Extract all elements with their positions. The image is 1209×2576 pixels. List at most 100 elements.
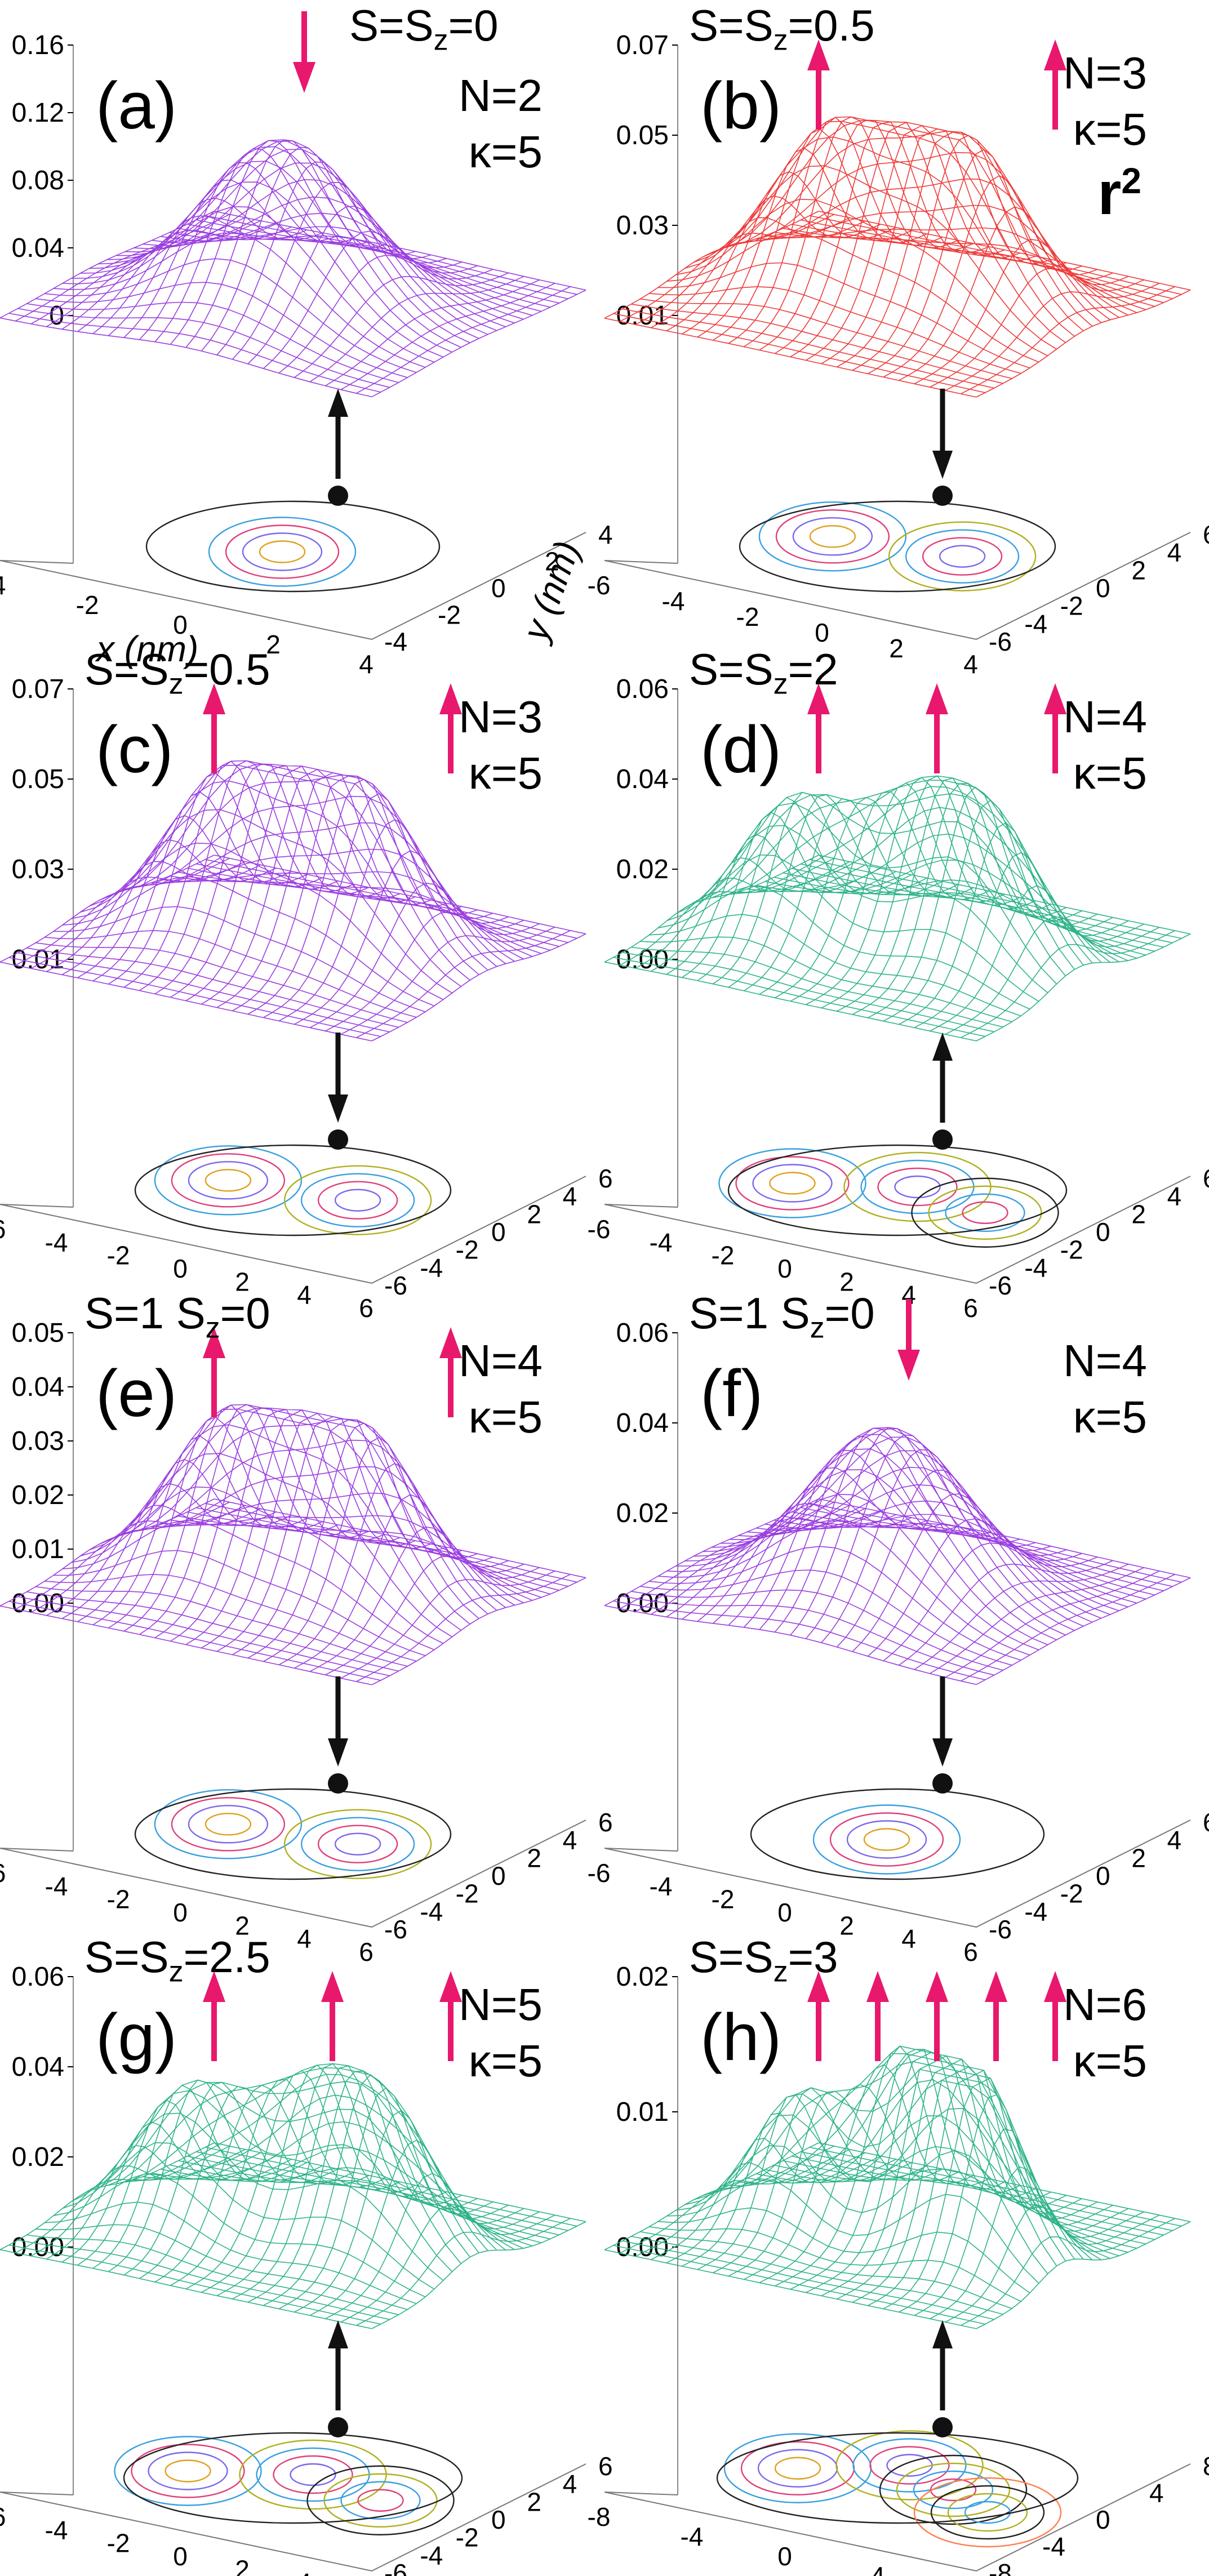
mesh-line xyxy=(783,1515,1155,1596)
black-spin-arrowhead xyxy=(932,2320,953,2348)
contour-line xyxy=(300,1817,415,1871)
contour-line xyxy=(947,2493,1028,2532)
mesh-line xyxy=(914,1563,1129,1670)
panel-label: (g) xyxy=(96,2000,177,2075)
mesh-line xyxy=(214,1498,586,1578)
mesh-line xyxy=(356,930,571,1038)
mesh-line xyxy=(810,2147,1182,2227)
spin-value: =3 xyxy=(788,1932,838,1982)
floor-axes xyxy=(0,532,586,640)
contour-line xyxy=(930,2478,977,2502)
z-tick-label: 0.00 xyxy=(616,2232,669,2262)
contour-line xyxy=(863,1828,910,1851)
contour-line xyxy=(727,1144,1068,1236)
mesh-line xyxy=(205,2147,577,2227)
contour-line xyxy=(752,1164,833,1203)
x-tick-label: -6 xyxy=(588,1214,611,1244)
mesh-line xyxy=(214,2142,586,2222)
mesh-line xyxy=(371,1577,586,1685)
z-tick-label: 0.02 xyxy=(12,2142,64,2172)
x-tick-label: 4 xyxy=(963,649,978,679)
y-tick-label: -6 xyxy=(989,1915,1012,1944)
spin-up-arrowhead xyxy=(439,1971,462,2002)
mesh-line xyxy=(214,855,586,935)
mesh-line xyxy=(738,1466,1110,1615)
mesh-line xyxy=(178,871,550,951)
panel-label: (h) xyxy=(700,2000,782,2075)
mesh-line xyxy=(196,219,568,300)
mesh-line xyxy=(694,1434,1066,1636)
z-tick-label: 0.01 xyxy=(616,2097,669,2127)
n-label: N=4 xyxy=(1063,692,1147,742)
panel-e: 0.050.040.030.020.010.00-6-4-202466420-2… xyxy=(0,1288,613,1967)
spin-value: =0.5 xyxy=(788,1,875,50)
panel-label: (d) xyxy=(700,713,782,787)
mesh-line xyxy=(8,956,381,1037)
y-tick-label: 6 xyxy=(1203,1808,1209,1837)
y-tick-label: 4 xyxy=(1149,2479,1164,2508)
z-tick-label: 0.06 xyxy=(616,674,669,704)
contour-line xyxy=(835,2430,984,2501)
x-tick-label: 4 xyxy=(359,649,374,679)
x-tick-label: 6 xyxy=(359,1937,374,1967)
spin-up-arrowhead xyxy=(439,683,462,714)
mesh-line xyxy=(216,161,432,355)
z-tick-label: 0.04 xyxy=(12,2052,64,2082)
mesh-line xyxy=(764,2146,1137,2249)
x-tick-label: 2 xyxy=(266,630,281,659)
black-spin-arrowhead xyxy=(328,2320,348,2348)
mesh-line xyxy=(783,2160,1155,2240)
x-tick-label: 4 xyxy=(870,2561,885,2576)
spin-text: S=S xyxy=(689,1932,774,1982)
y-tick-label: 0 xyxy=(491,2505,506,2534)
surface-mesh xyxy=(604,2045,1191,2329)
contour-line xyxy=(290,2463,336,2486)
mesh-line xyxy=(371,2221,586,2329)
mesh-line xyxy=(792,2155,1164,2236)
contour-line xyxy=(323,2473,438,2528)
x-tick-label: 0 xyxy=(815,618,829,647)
y-tick-label: 0 xyxy=(1096,573,1110,603)
mesh-line xyxy=(263,2074,478,2306)
mesh-line xyxy=(92,2084,308,2269)
panel-c: 0.070.050.030.01-6-4-202466420-2-4-6(c)S… xyxy=(0,644,613,1323)
surface-mesh xyxy=(0,2063,586,2329)
mesh-line xyxy=(309,275,525,382)
contour-line xyxy=(812,1804,961,1875)
mesh-line xyxy=(604,318,977,398)
spin-subscript: z xyxy=(773,668,788,701)
mesh-line xyxy=(178,1515,550,1595)
z-tick-label: 0.05 xyxy=(12,764,64,794)
mesh-line xyxy=(187,867,559,947)
mesh-line xyxy=(325,279,540,386)
mesh-line xyxy=(340,2205,555,2323)
mesh-line xyxy=(976,1577,1191,1685)
mesh-line xyxy=(818,1498,1191,1578)
mesh-line xyxy=(26,1591,399,1672)
x-tick-label: 0 xyxy=(173,2542,188,2571)
contour-line xyxy=(171,1797,286,1852)
z-tick-label: 0.04 xyxy=(12,233,64,263)
mesh-line xyxy=(340,927,555,1035)
y-tick-label: -4 xyxy=(1024,1253,1047,1282)
z-tick-label: 0.02 xyxy=(12,1480,64,1510)
contour-line xyxy=(188,1161,269,1200)
contour-line xyxy=(894,1175,941,1199)
mesh-line xyxy=(196,863,568,943)
mesh-line xyxy=(143,2121,515,2250)
x-tick-label: -2 xyxy=(736,602,759,631)
panel-label: (e) xyxy=(96,1356,177,1431)
spin-text: S=S xyxy=(85,644,169,694)
contour-line xyxy=(913,2470,994,2510)
y-tick-label: 4 xyxy=(598,520,613,549)
contour-line xyxy=(775,509,890,564)
mesh-line xyxy=(961,2218,1175,2326)
y-tick-label: -2 xyxy=(456,1879,479,1908)
mesh-line xyxy=(71,181,444,358)
x-tick-label: 2 xyxy=(235,2555,250,2576)
mesh-line xyxy=(945,1570,1160,1678)
mesh-line xyxy=(961,930,1175,1038)
